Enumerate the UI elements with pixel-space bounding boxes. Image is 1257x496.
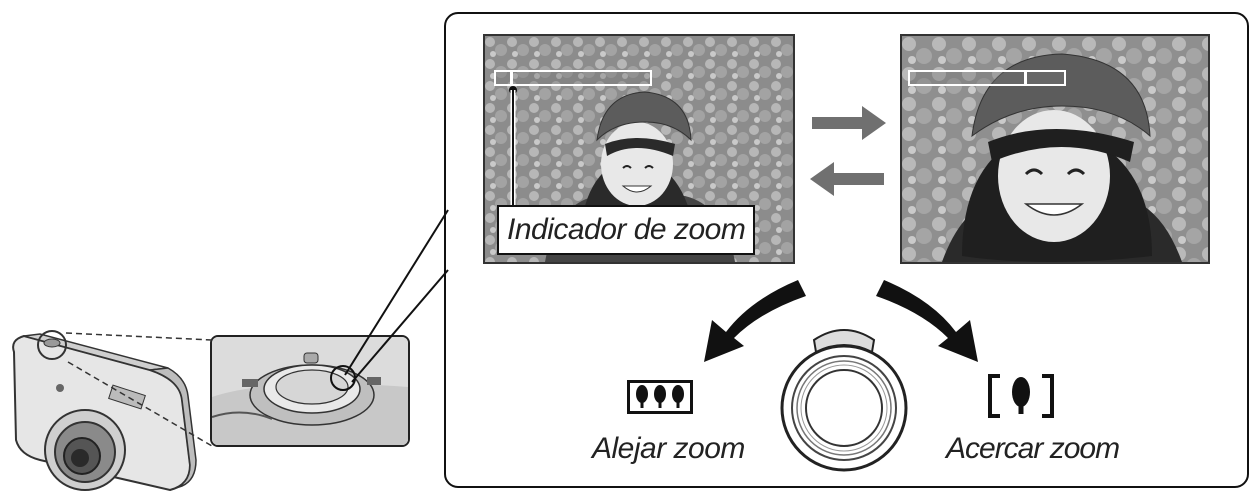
zoom-indicator-label: Indicador de zoom xyxy=(507,213,746,246)
zoom-indicator-bar-tele xyxy=(908,70,1066,86)
camera-illustration xyxy=(12,330,197,492)
tele-photo xyxy=(900,34,1210,264)
three-trees-icon xyxy=(627,380,693,414)
callout-panel xyxy=(444,12,1249,488)
zoom-out-label: Alejar zoom xyxy=(592,432,745,465)
zoom-indicator-callout: Indicador de zoom xyxy=(497,205,756,255)
transition-arrows xyxy=(810,106,886,196)
zoom-indicator-bar-wide xyxy=(494,70,652,86)
zoom-direction-arrows xyxy=(704,280,978,362)
zoom-lever-ring[interactable] xyxy=(776,320,912,472)
lever-closeup xyxy=(210,335,410,447)
zoom-indicator-leader xyxy=(509,86,517,210)
zoom-in-label: Acercar zoom xyxy=(946,432,1120,465)
single-tree-bracket-icon xyxy=(988,374,1054,418)
